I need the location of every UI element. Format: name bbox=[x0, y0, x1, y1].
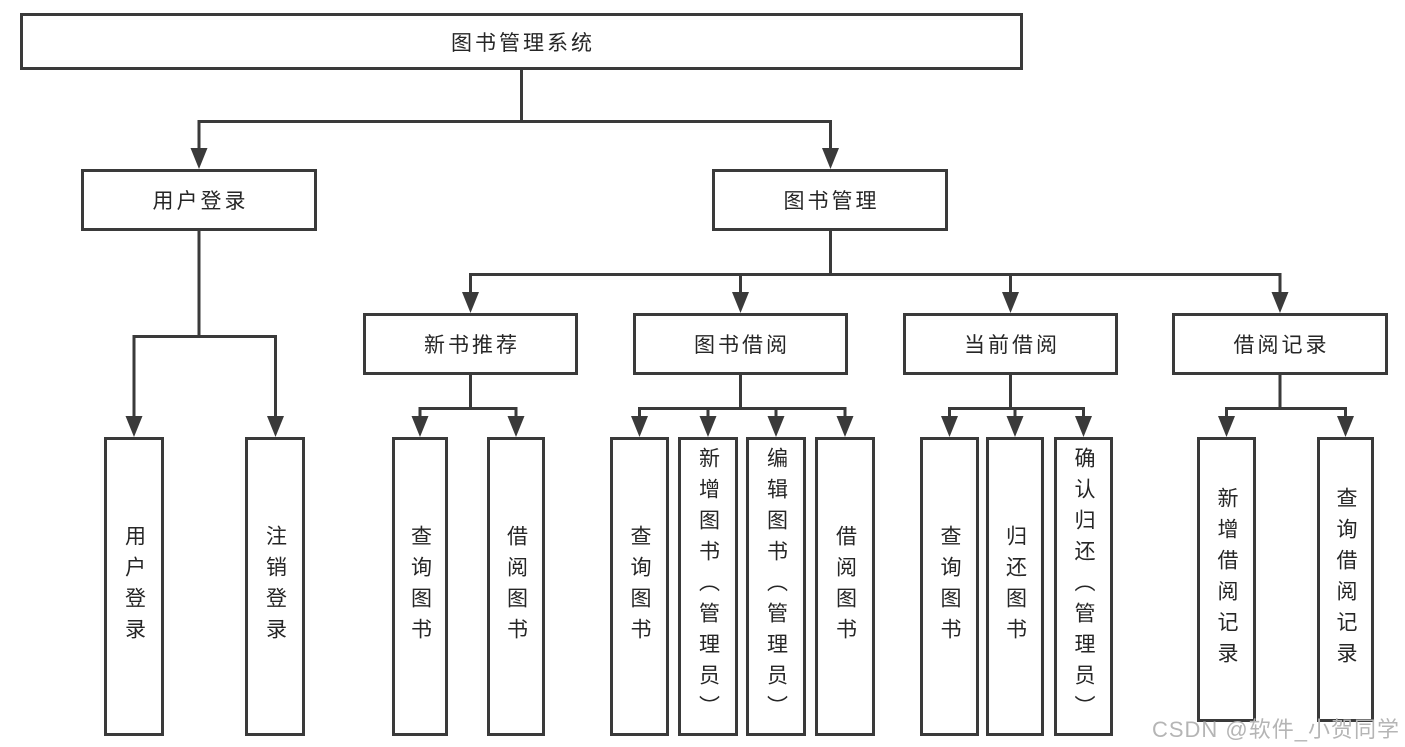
connector-borrow-records-branch bbox=[1225, 375, 1347, 420]
leaf-query-borrow-record: 查询借阅记录 bbox=[1317, 437, 1374, 722]
connector-user-login-branch bbox=[132, 231, 277, 420]
leaf-borrow-books-2: 借阅图书 bbox=[815, 437, 875, 736]
connector-current-borrow-branch bbox=[948, 375, 1085, 420]
arrowheads-book-mgmt-branch bbox=[462, 292, 1289, 313]
leaf-return-books: 归还图书 bbox=[986, 437, 1044, 736]
leaf-logout: 注销登录 bbox=[245, 437, 305, 736]
arrowheads-book-borrow-branch bbox=[631, 416, 854, 437]
connector-root-branch bbox=[197, 69, 832, 152]
watermark: CSDN @软件_小贺同学 bbox=[1151, 717, 1400, 742]
leaf-user-login: 用户登录 bbox=[104, 437, 164, 736]
connector-book-borrow-branch bbox=[638, 375, 847, 420]
connector-book-mgmt-branch bbox=[469, 231, 1282, 296]
leaf-query-books-1: 查询图书 bbox=[392, 437, 448, 736]
arrowheads-root-branch bbox=[190, 148, 839, 169]
arrowheads-current-borrow-branch bbox=[941, 416, 1092, 437]
leaf-edit-books-admin: 编辑图书（管理员） bbox=[746, 437, 806, 736]
node-book-borrow: 图书借阅 bbox=[633, 313, 848, 375]
node-new-book-recommend: 新书推荐 bbox=[363, 313, 578, 375]
leaf-add-books-admin: 新增图书（管理员） bbox=[678, 437, 738, 736]
node-current-borrow: 当前借阅 bbox=[903, 313, 1118, 375]
leaf-borrow-books-1: 借阅图书 bbox=[487, 437, 545, 736]
arrowheads-borrow-records-branch bbox=[1218, 416, 1354, 437]
leaf-add-borrow-record: 新增借阅记录 bbox=[1197, 437, 1256, 722]
node-root-library-system: 图书管理系统 bbox=[20, 13, 1023, 70]
leaf-confirm-return-admin: 确认归还（管理员） bbox=[1054, 437, 1113, 736]
node-borrow-records: 借阅记录 bbox=[1172, 313, 1388, 375]
arrowheads-new-books-branch bbox=[411, 416, 525, 437]
leaf-query-books-3: 查询图书 bbox=[920, 437, 979, 736]
node-user-login: 用户登录 bbox=[81, 169, 317, 231]
connector-new-books-branch bbox=[418, 375, 518, 420]
arrowheads-user-login-branch bbox=[125, 416, 284, 437]
leaf-query-books-2: 查询图书 bbox=[610, 437, 669, 736]
node-book-management: 图书管理 bbox=[712, 169, 948, 231]
